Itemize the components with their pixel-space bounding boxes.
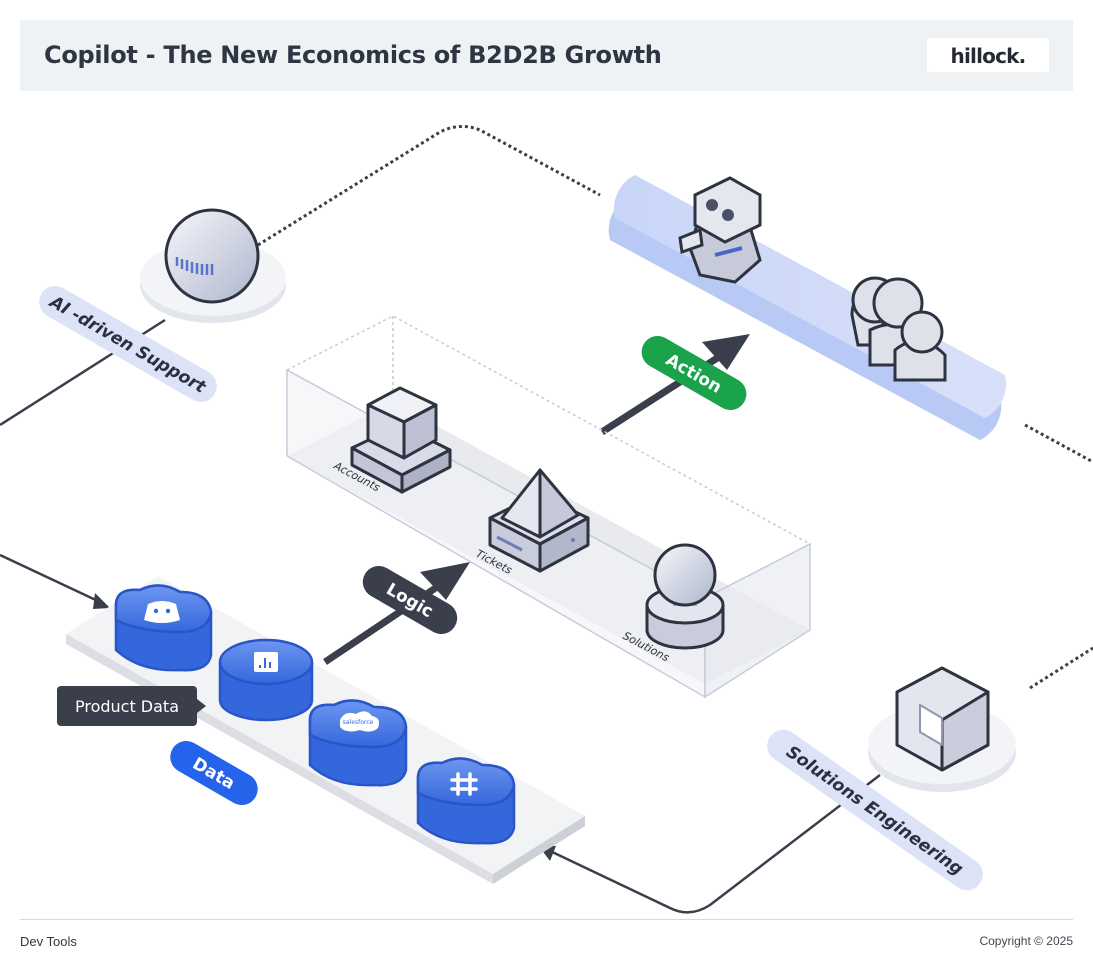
page-title: Copilot - The New Economics of B2D2B Gro… bbox=[44, 41, 662, 69]
slack-icon bbox=[416, 757, 516, 845]
svg-text:Product Data: Product Data bbox=[75, 697, 179, 716]
team-pill bbox=[608, 175, 1007, 440]
pyramid-icon bbox=[488, 468, 590, 573]
robot-icon bbox=[678, 176, 762, 284]
footer-divider bbox=[20, 919, 1073, 920]
support-node bbox=[140, 208, 286, 323]
engineering-node bbox=[868, 666, 1016, 792]
logo-text: hillock. bbox=[950, 44, 1027, 68]
footer-category: Dev Tools bbox=[20, 934, 77, 949]
knob-icon bbox=[645, 543, 725, 650]
arrow-head bbox=[93, 593, 110, 609]
footer-copyright: Copyright © 2025 bbox=[979, 934, 1073, 948]
svg-text:salesforce: salesforce bbox=[343, 719, 374, 726]
salesforce-icon: salesforce bbox=[308, 699, 408, 787]
dotted-connector bbox=[257, 125, 1093, 690]
chart-icon bbox=[218, 638, 314, 722]
product-data-tooltip: Product Data bbox=[57, 686, 206, 726]
box-icon bbox=[895, 666, 990, 772]
cube-icon bbox=[350, 386, 452, 494]
orb-icon bbox=[164, 208, 260, 304]
logo: hillock. bbox=[927, 38, 1049, 72]
header-bar: Copilot - The New Economics of B2D2B Gro… bbox=[20, 20, 1073, 91]
team-icon bbox=[850, 276, 947, 382]
discord-icon bbox=[114, 584, 213, 672]
